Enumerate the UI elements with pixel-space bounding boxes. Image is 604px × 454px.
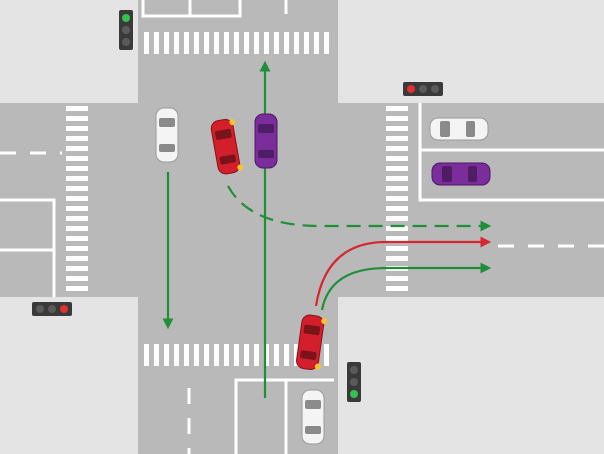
vehicle-white-car-south-lane [301,389,325,445]
corner-sw [0,297,138,454]
vehicle-purple-car-north [254,113,278,169]
north-south-road [138,0,338,454]
arrow-left-turn-green [320,262,492,311]
traffic-light-south [347,362,361,402]
corner-nw [0,0,138,103]
traffic-light-west [32,302,72,316]
traffic-light-north [119,10,133,50]
arrow-right-turn-dashed [227,185,492,232]
corner-ne [338,0,604,103]
vehicle-red-car-turning-north [210,118,244,175]
movement-arrows [162,60,492,398]
vehicle-white-car-north-lane [155,107,179,163]
vehicle-white-car-east-road [429,117,489,141]
crosswalk-north [144,32,329,54]
arrow-left-turn-red [314,236,492,307]
vehicle-purple-car-east-road [431,162,491,186]
traffic-light-east [403,82,443,96]
corner-se [338,297,604,454]
vehicle-red-car-turning-south [296,314,328,371]
crosswalk-west [66,106,88,291]
